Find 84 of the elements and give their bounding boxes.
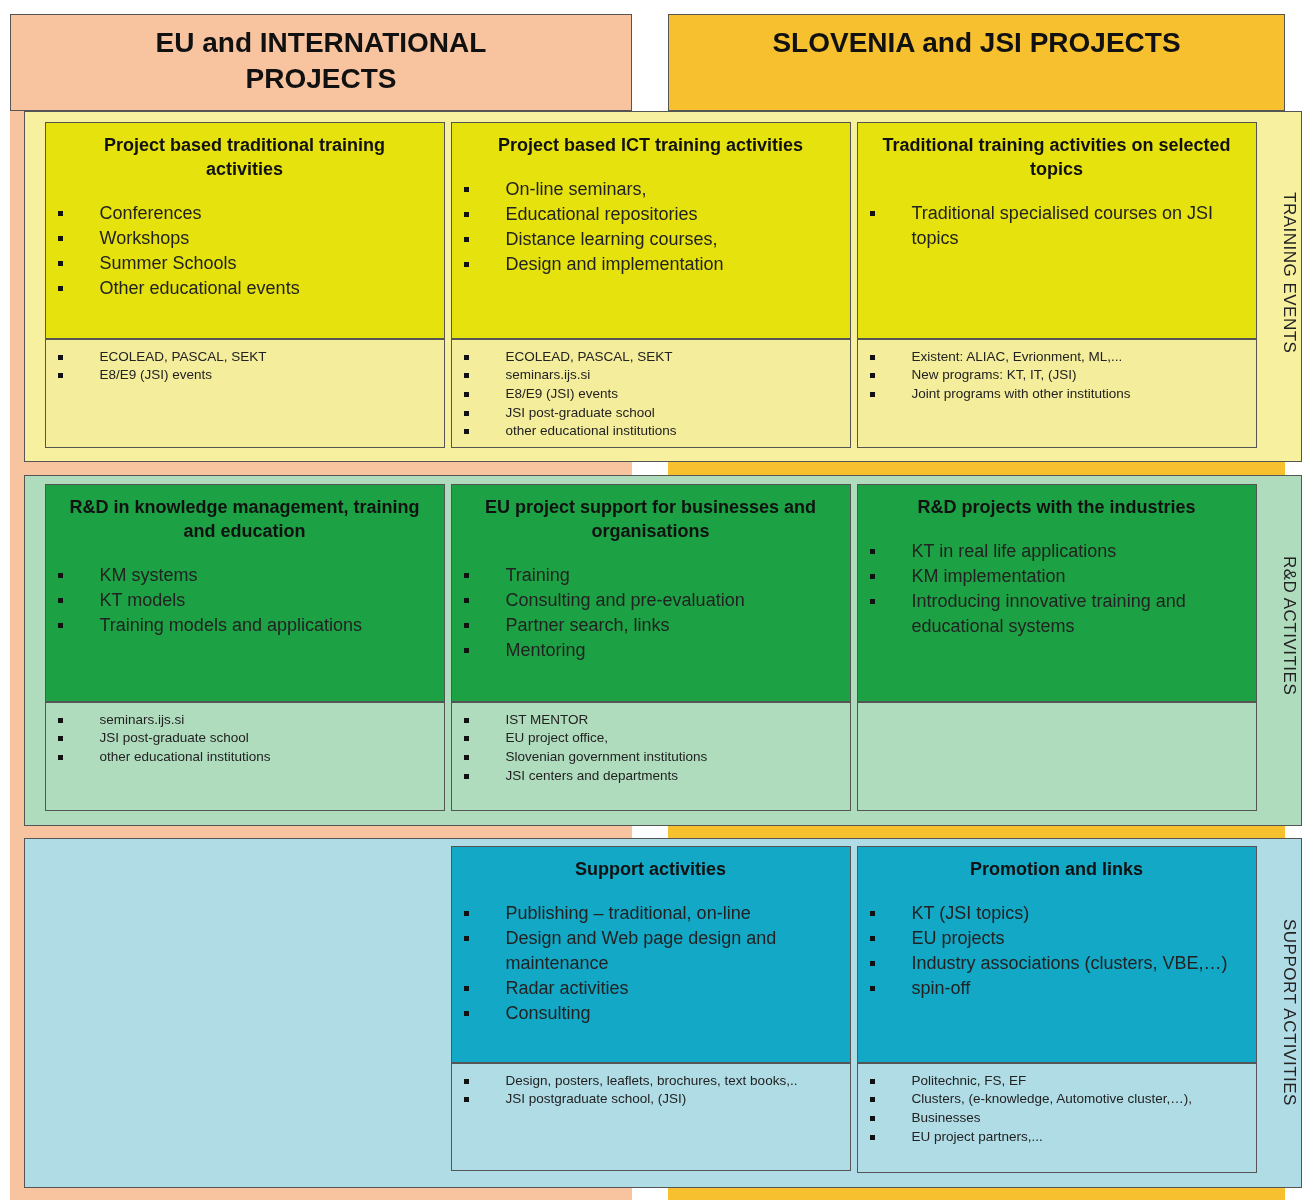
detail-panel	[856, 338, 1257, 448]
bullet-item: ECOLEAD, PASCAL, SEKT	[451, 347, 850, 367]
bullet-item: EU project partners,...	[857, 1127, 1256, 1147]
bullet-item: Existent: ALIAC, Evrionment, ML,...	[857, 347, 1256, 367]
activity-card	[450, 121, 851, 339]
bullet-item: New programs: KT, IT, (JSI)	[857, 366, 1256, 385]
activity-card	[856, 483, 1257, 702]
detail-panel	[450, 701, 851, 811]
bullet-item: Training	[451, 562, 850, 588]
bullet-item: Radar activities	[451, 975, 850, 1001]
bullet-item: Partner search, links	[451, 612, 850, 638]
bullet-item: Other educational events	[45, 275, 444, 301]
bullet-item: Politechnic, FS, EF	[857, 1071, 1256, 1091]
bullet-item: Joint programs with other institutions	[857, 384, 1256, 404]
bullet-item: Mentoring	[451, 637, 850, 663]
bullet-item: Slovenian government institutions	[451, 747, 850, 767]
bullet-item: JSI post-graduate school	[45, 729, 444, 748]
bullet-item: Traditional specialised courses on JSI topics	[857, 200, 1256, 251]
bullet-item: KT models	[45, 587, 444, 613]
row-label: R&D ACTIVITIES	[1279, 556, 1299, 696]
card-heading: Project based traditional training activities	[102, 133, 387, 181]
bullet-item: Training models and applications	[45, 612, 444, 638]
detail-panel	[450, 338, 851, 448]
bullet-item: E8/E9 (JSI) events	[451, 384, 850, 404]
card-heading: Promotion and links	[969, 857, 1144, 881]
bullet-item: On-line seminars,	[451, 176, 850, 202]
bullet-item: spin-off	[857, 975, 1256, 1001]
bullet-item: seminars.ijs.si	[451, 366, 850, 385]
row-label: SUPPORT ACTIVITIES	[1279, 919, 1299, 1106]
bullet-item: Conferences	[45, 200, 444, 226]
bullet-item: Businesses	[857, 1108, 1256, 1128]
activity-card	[856, 121, 1257, 339]
bullet-item: Clusters, (e-knowledge, Automotive cluster,…),	[857, 1090, 1256, 1109]
card-heading: R&D in knowledge management, training and education	[68, 495, 421, 543]
card-heading: Support activities	[574, 857, 727, 881]
column-header-panel	[668, 14, 1285, 111]
card-heading: Project based ICT training activities	[496, 133, 805, 157]
activity-card	[856, 845, 1257, 1063]
bullet-item: KT (JSI topics)	[857, 900, 1256, 926]
bullet-item: Consulting and pre-evaluation	[451, 587, 850, 613]
row-label: TRAINING EVENTS	[1279, 192, 1299, 354]
detail-panel	[44, 338, 445, 448]
bullet-item: Design and Web page design and maintenance	[451, 925, 850, 976]
bullet-item: KM systems	[45, 562, 444, 588]
bullet-item: Educational repositories	[451, 201, 850, 227]
bullet-item: JSI post-graduate school	[451, 403, 850, 423]
bullet-item: Summer Schools	[45, 250, 444, 276]
bullet-item: other educational institutions	[451, 422, 850, 441]
bullet-item: IST MENTOR	[451, 710, 850, 730]
detail-panel	[450, 1062, 851, 1171]
bullet-item: E8/E9 (JSI) events	[45, 366, 444, 385]
column-heading: EU and INTERNATIONAL PROJECTS	[154, 26, 488, 96]
bullet-item: KM implementation	[857, 563, 1256, 589]
bullet-item: JSI centers and departments	[451, 766, 850, 786]
bullet-item: Introducing innovative training and educational systems	[857, 588, 1256, 639]
row-band	[24, 111, 1302, 462]
activity-card	[44, 483, 445, 702]
card-heading: R&D projects with the industries	[916, 495, 1197, 519]
bullet-item: JSI postgraduate school, (JSI)	[451, 1090, 850, 1109]
bullet-item: Distance learning courses,	[451, 226, 850, 252]
card-heading: EU project support for businesses and organisations	[483, 495, 818, 543]
detail-panel	[856, 1062, 1257, 1173]
bullet-item: Workshops	[45, 225, 444, 251]
bullet-item: ECOLEAD, PASCAL, SEKT	[45, 347, 444, 367]
bullet-item: Design and implementation	[451, 251, 850, 277]
activity-card	[450, 845, 851, 1063]
bullet-item: KT in real life applications	[857, 538, 1256, 564]
bullet-item: seminars.ijs.si	[45, 710, 444, 730]
bullet-item: Publishing – traditional, on-line	[451, 900, 850, 926]
bullet-item: Design, posters, leaflets, brochures, text books,..	[451, 1071, 850, 1091]
detail-panel	[44, 701, 445, 811]
row-band	[24, 838, 1302, 1188]
bullet-item: EU projects	[857, 925, 1256, 951]
empty-panel	[856, 701, 1257, 811]
column-heading: SLOVENIA and JSI PROJECTS	[771, 26, 1182, 60]
bullet-item: EU project office,	[451, 729, 850, 748]
bullet-item: Industry associations (clusters, VBE,…)	[857, 950, 1256, 976]
activity-card	[44, 121, 445, 339]
row-band	[24, 475, 1302, 826]
card-heading: Traditional training activities on selected topics	[881, 133, 1232, 181]
column-header-panel	[10, 14, 632, 111]
activity-card	[450, 483, 851, 702]
bullet-item: Consulting	[451, 1000, 850, 1026]
bullet-item: other educational institutions	[45, 747, 444, 767]
